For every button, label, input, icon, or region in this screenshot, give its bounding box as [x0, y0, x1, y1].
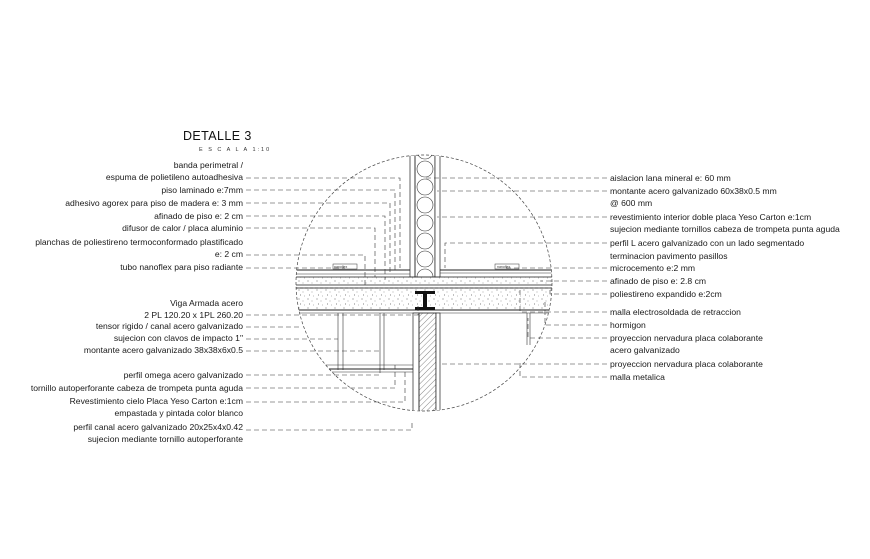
label-microcemento: microcemento e:2 mm [610, 263, 695, 273]
radiant-pipe-left [332, 263, 358, 270]
label-malla-electrosoldada: malla electrosoldada de retraccion [610, 307, 741, 317]
radiant-pipe-right [494, 263, 520, 270]
label-tensor-rigido: tensor rigido / canal acero galvanizado [96, 321, 243, 331]
label-poliestireno-expandido: poliestireno expandido e:2cm [610, 289, 722, 299]
label-difusor-calor: difusor de calor / placa aluminio [122, 223, 243, 233]
label-afinado-piso-right: afinado de piso e: 2.8 cm [610, 276, 706, 286]
label-afinado-piso-left: afinado de piso e: 2 cm [154, 211, 243, 221]
label-montante-60: montante acero galvanizado 60x38x0.5 mm [610, 186, 777, 196]
right-labels: aislacion lana mineral e: 60 mm montante… [610, 173, 840, 382]
label-piso-laminado: piso laminado e:7mm [161, 185, 243, 195]
right-leaders [426, 177, 607, 378]
label-proyeccion-nervadura-2: proyeccion nervadura placa colaborante [610, 359, 763, 369]
label-perfil-l: perfil L acero galvanizado con un lado s… [610, 238, 804, 248]
label-viga-armada: Viga Armada acero [170, 298, 243, 308]
label-hormigon: hormigon [610, 320, 646, 330]
detail-title: DETALLE 3 [183, 129, 252, 143]
label-perfil-omega: perfil omega acero galvanizado [124, 370, 244, 380]
label-aislacion-lana: aislacion lana mineral e: 60 mm [610, 173, 731, 183]
label-espesor-2cm: e: 2 cm [215, 249, 243, 259]
label-terminacion-pavimento: terminacion pavimento pasillos [610, 251, 728, 261]
label-espuma-polietileno: espuma de polietileno autoadhesiva [106, 172, 243, 182]
label-montante-38: montante acero galvanizado 38x38x6x0.5 [84, 345, 243, 355]
label-banda-perimetral: banda perimetral / [174, 160, 244, 170]
pipe-tag-left: nanoflex [334, 265, 347, 269]
left-leaders [246, 177, 419, 431]
pipe-tag-right: nanoflex [497, 265, 510, 269]
label-viga-dimensiones: 2 PL 120.20 x 1PL 260.20 [144, 310, 243, 320]
label-empastada: empastada y pintada color blanco [114, 408, 243, 418]
label-tornillo-autoperforante: tornillo autoperforante cabeza de trompe… [31, 383, 243, 393]
label-espaciado-600: @ 600 mm [610, 198, 652, 208]
left-labels: banda perimetral / espuma de polietileno… [31, 160, 244, 444]
label-tubo-nanoflex: tubo nanoflex para piso radiante [120, 262, 243, 272]
mineral-wool-insulation [414, 155, 436, 278]
floor-screed [296, 276, 552, 286]
label-proyeccion-nervadura-1: proyeccion nervadura placa colaborante [610, 333, 763, 343]
detail-scale: E S C A L A 1:10 [199, 147, 271, 153]
label-adhesivo: adhesivo agorex para piso de madera e: 3… [65, 198, 243, 208]
label-perfil-canal: perfil canal acero galvanizado 20x25x4x0… [73, 422, 243, 432]
label-revestimiento-cielo: Revestimiento cielo Placa Yeso Carton e:… [70, 396, 243, 406]
label-planchas-poliestireno: planchas de poliestireno termoconformado… [35, 237, 243, 247]
label-malla-metalica: malla metalica [610, 372, 665, 382]
label-revestimiento-interior: revestimiento interior doble placa Yeso … [610, 212, 811, 222]
label-sujecion-tornillo: sujecion mediante tornillo autoperforant… [88, 434, 243, 444]
label-sujecion-clavos: sujecion con clavos de impacto 1" [114, 333, 243, 343]
label-acero-galvanizado: acero galvanizado [610, 345, 680, 355]
section-drawing: nanoflex nanoflex [296, 155, 552, 411]
lower-wall-section [418, 312, 437, 411]
label-sujecion-tornillos: sujecion mediante tornillos cabeza de tr… [610, 224, 840, 234]
